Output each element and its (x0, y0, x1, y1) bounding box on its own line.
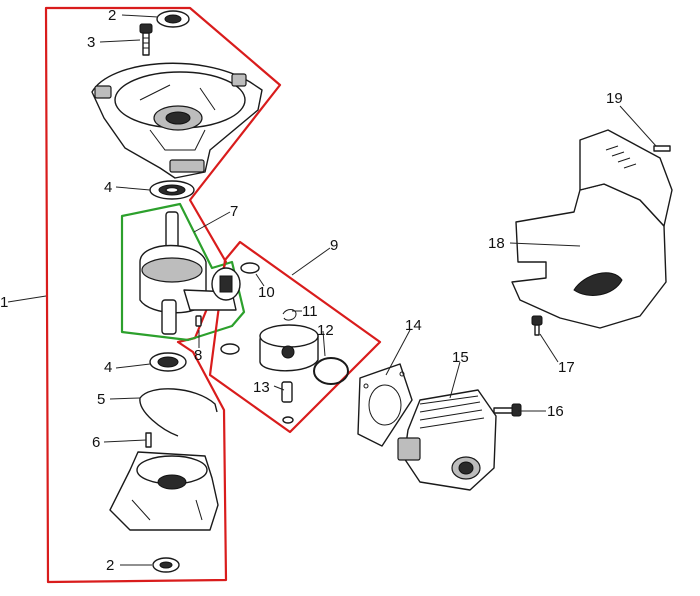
callout-12: 12 (317, 322, 334, 339)
crankcase-lower-half (109, 451, 219, 531)
piston-pin (281, 381, 293, 403)
oil-seal-bottom (152, 557, 180, 573)
callout-13: 13 (253, 379, 270, 396)
thrust-washer-bottom (220, 343, 240, 355)
piston-group-outline (208, 240, 382, 434)
callout-2-bottom: 2 (106, 557, 114, 574)
callout-6: 6 (92, 434, 100, 451)
thrust-washer-top (240, 262, 260, 274)
cylinder-cover (511, 129, 673, 329)
callout-2-top: 2 (108, 7, 116, 24)
leader-lines (7, 14, 657, 566)
callout-18: 18 (488, 235, 505, 252)
cylinder (397, 389, 497, 491)
oil-seal-top (156, 10, 190, 28)
pin-clip-bottom (282, 416, 294, 424)
cover-screw (653, 145, 671, 152)
callout-5: 5 (97, 391, 105, 408)
callout-1: 1 (0, 294, 8, 311)
dowel-pin (145, 432, 152, 448)
bearing-upper (149, 180, 195, 200)
bolt-top (139, 23, 153, 56)
callout-14: 14 (405, 317, 422, 334)
cylinder-gasket (357, 363, 413, 447)
crankshaft-group-outline (120, 202, 246, 342)
callout-10: 10 (258, 284, 275, 301)
callout-11: 11 (302, 303, 318, 320)
piston-ring (313, 357, 349, 385)
cylinder-bolt (493, 403, 522, 417)
callout-17: 17 (558, 359, 575, 376)
callout-9: 9 (330, 237, 338, 254)
callout-4-top: 4 (104, 179, 112, 196)
cover-bolt (531, 315, 543, 336)
callout-19: 19 (606, 90, 623, 107)
callout-16: 16 (547, 403, 564, 420)
key-pin (195, 315, 202, 327)
callout-8: 8 (194, 347, 202, 364)
bearing-lower (149, 352, 187, 372)
crankshaft (139, 211, 241, 335)
callout-7: 7 (230, 203, 238, 220)
crankcase-upper-half (91, 62, 263, 179)
piston (259, 324, 319, 372)
callout-15: 15 (452, 349, 469, 366)
crankcase-gasket (139, 388, 218, 437)
callout-3: 3 (87, 34, 95, 51)
circlip (282, 309, 297, 321)
callout-4-bottom: 4 (104, 359, 112, 376)
